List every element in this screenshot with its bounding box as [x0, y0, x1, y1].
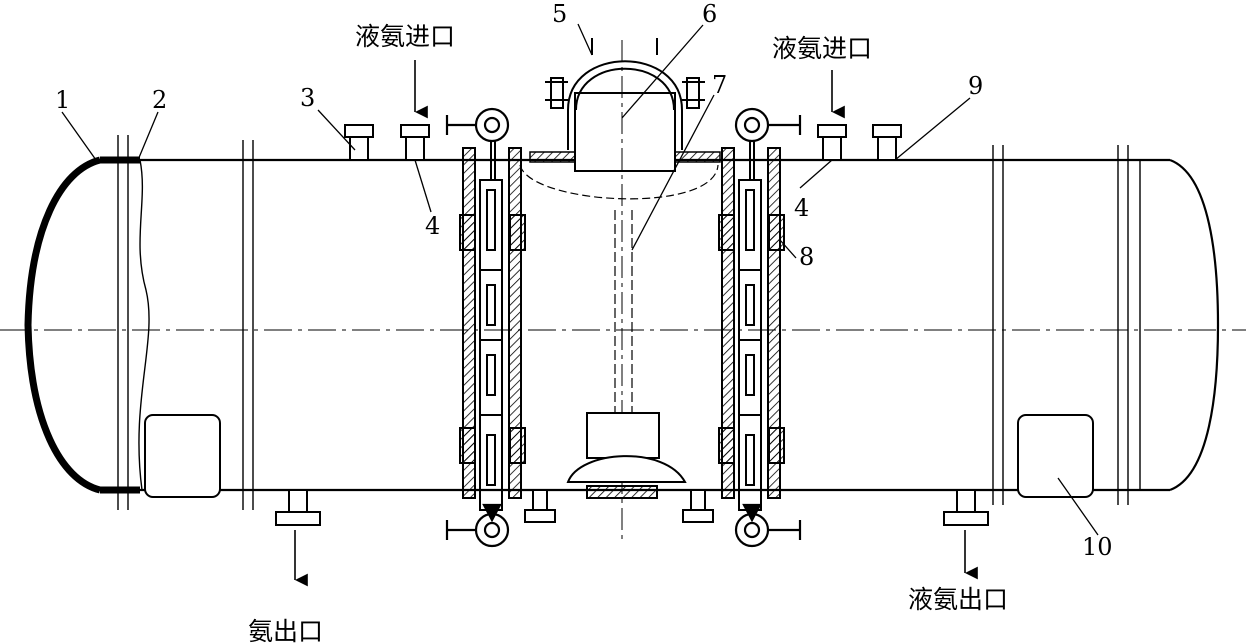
- manway-dome: [545, 38, 705, 172]
- callout-4-left: 4: [425, 212, 440, 240]
- callout-3: 3: [300, 84, 315, 112]
- callout-10: 10: [1082, 533, 1113, 561]
- bottom-nozzles: [275, 489, 989, 526]
- leader-lines: [61, 23, 1099, 536]
- callout-1: 1: [55, 86, 70, 114]
- support-left: [459, 135, 526, 515]
- label-ammonia-outlet: 氨出口: [248, 617, 323, 643]
- label-liquid-ammonia-inlet-right: 液氨进口: [772, 34, 872, 63]
- callout-8: 8: [799, 243, 814, 271]
- support-right: [718, 135, 785, 511]
- label-liquid-ammonia-inlet-left: 液氨进口: [355, 22, 455, 51]
- left-head: [24, 156, 102, 494]
- callout-4-right: 4: [794, 194, 809, 222]
- callout-6: 6: [702, 0, 717, 28]
- top-nozzles: [344, 124, 902, 161]
- break-lines: [117, 135, 1141, 510]
- manhole-left: [144, 414, 221, 498]
- lifting-lugs: [445, 107, 802, 548]
- callout-9: 9: [968, 72, 983, 100]
- callout-7: 7: [712, 71, 727, 99]
- bottom-sump: [566, 412, 687, 499]
- manhole-right: [1017, 414, 1094, 498]
- flow-arrows: [294, 60, 978, 587]
- callout-5: 5: [552, 0, 567, 28]
- callout-2: 2: [152, 86, 167, 114]
- label-liquid-ammonia-outlet: 液氨出口: [908, 585, 1008, 614]
